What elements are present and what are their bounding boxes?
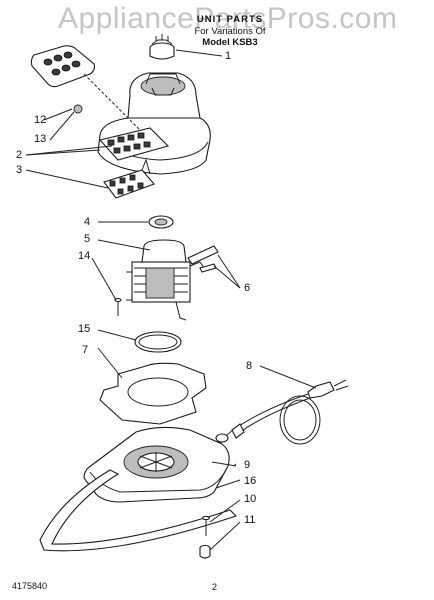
callout-8: 8 <box>246 360 253 372</box>
callout-11: 11 <box>244 514 256 526</box>
part-power-cord <box>215 379 349 445</box>
part-base-screw <box>201 515 211 536</box>
diagram-title: UNIT PARTS <box>196 14 264 25</box>
part-circuit-board <box>103 158 155 199</box>
diagram-model: Model KSB3 <box>202 37 258 48</box>
page-number: 2 <box>212 582 218 592</box>
part-base <box>83 426 230 503</box>
callout-7: 7 <box>82 344 89 356</box>
watermark: AppliancePartsPros.com <box>58 2 398 35</box>
callout-4: 4 <box>84 216 91 228</box>
part-motor <box>126 239 205 321</box>
part-gasket <box>134 331 182 353</box>
diagram-subtitle: For Variations Of <box>194 26 266 37</box>
callout-3: 3 <box>16 164 23 176</box>
part-number: 4175840 <box>12 581 48 591</box>
callout-14: 14 <box>78 250 91 262</box>
callout-16: 16 <box>244 475 257 487</box>
callout-1: 1 <box>225 50 232 62</box>
part-motor-housing <box>97 72 211 175</box>
callout-9: 9 <box>244 459 251 471</box>
callout-13: 13 <box>34 133 47 145</box>
callout-12: 12 <box>34 114 47 126</box>
part-foot-strip <box>39 469 238 552</box>
part-foot <box>199 544 211 559</box>
callout-5: 5 <box>84 233 91 245</box>
callout-6: 6 <box>244 282 251 294</box>
part-control-panel <box>98 127 170 161</box>
callout-2: 2 <box>16 149 23 161</box>
part-control-overlay <box>30 45 96 88</box>
part-coupler <box>149 34 175 60</box>
part-insulator <box>99 362 207 425</box>
part-screw <box>114 297 122 316</box>
part-button <box>73 104 83 114</box>
callout-15: 15 <box>78 323 91 335</box>
part-washer <box>148 215 174 229</box>
callout-10: 10 <box>244 493 257 505</box>
part-connector <box>187 245 219 273</box>
